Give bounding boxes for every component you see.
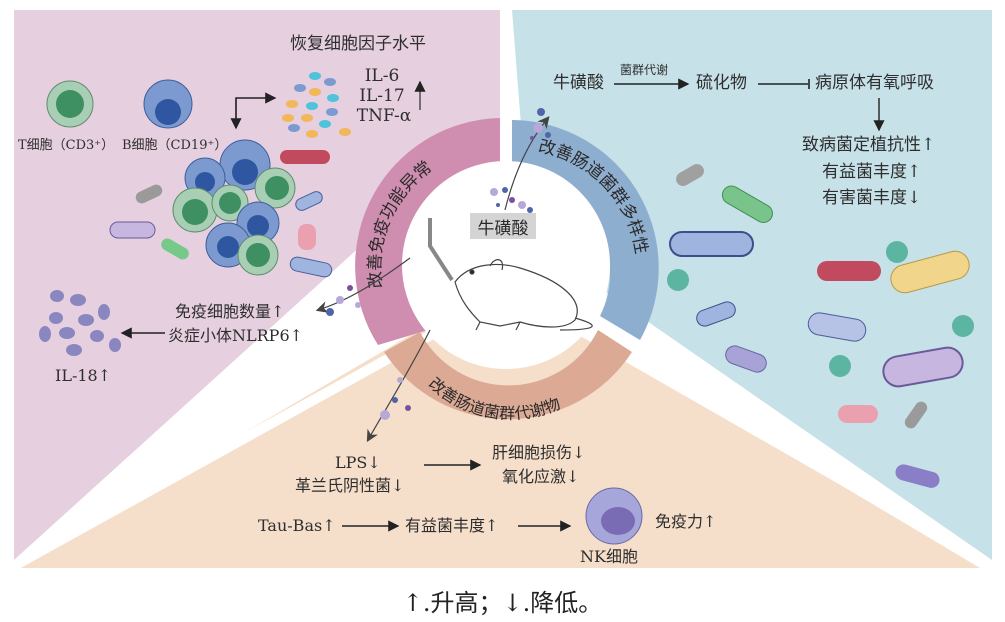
b-cell-icon <box>143 79 193 129</box>
colonization-resistance: 致病菌定植抗性↑ <box>802 135 936 155</box>
immunity-label: 免疫力↑ <box>655 512 717 531</box>
cytokine-il6: IL-6 <box>364 66 400 86</box>
lps-label: LPS↓ <box>335 453 381 472</box>
mouse-illustration <box>428 218 593 331</box>
beneficial-abundance-up: 有益菌丰度↑ <box>822 162 922 182</box>
il18-label: IL-18↑ <box>55 366 112 385</box>
cytokine-title: 恢复细胞因子水平 <box>290 34 426 54</box>
il18-particles <box>39 290 121 356</box>
nk-cell-icon <box>585 487 643 545</box>
gram-negative-label: 革兰氏阴性菌↓ <box>295 476 405 495</box>
immune-cell-cluster <box>172 139 296 276</box>
microbiota-taurine: 牛磺酸 <box>553 73 604 93</box>
taurine-center-label: 牛磺酸 <box>470 213 536 239</box>
arrow-to-metabolite <box>366 329 431 443</box>
t-cell-label: T细胞（CD3⁺） <box>18 138 115 153</box>
cytokine-tnf: TNF-α <box>356 106 412 126</box>
immune-panel-bg <box>14 10 500 560</box>
liver-damage-label: 肝细胞损伤↓ <box>492 443 586 462</box>
cytokine-il17: IL-17 <box>359 86 405 106</box>
microbiota-panel-bg <box>512 10 992 560</box>
nk-cell-label: NK细胞 <box>580 547 638 566</box>
arrow-to-immune <box>315 257 411 313</box>
legend: ↑.升高；↓.降低。 <box>402 589 603 617</box>
metabolite-beneficial-label: 有益菌丰度↑ <box>405 516 499 535</box>
oxidative-stress-label: 氧化应激↓ <box>502 467 580 486</box>
immune-cell-count: 免疫细胞数量↑ <box>175 302 285 321</box>
cytokine-particles <box>282 72 351 138</box>
metabolite-panel-bg <box>14 300 980 568</box>
b-cell-label: B细胞（CD19⁺） <box>122 138 228 153</box>
metabolism-label: 菌群代谢 <box>620 63 669 77</box>
tau-bas-label: Tau-Bas↑ <box>258 516 336 535</box>
sulfide-label: 硫化物 <box>696 73 747 93</box>
harmful-abundance-down: 有害菌丰度↓ <box>822 188 922 208</box>
inflammasome-nlrp6: 炎症小体NLRP6↑ <box>168 326 304 345</box>
metabolite-ring <box>384 330 632 420</box>
taurine-particles <box>326 108 551 420</box>
t-cell-icon <box>46 80 94 128</box>
pathogen-respiration: 病原体有氧呼吸 <box>815 73 934 93</box>
bacteria-immune-panel <box>109 150 333 278</box>
arrow-to-microbiota <box>504 116 550 211</box>
bacteria-microbiota-panel <box>667 163 974 488</box>
